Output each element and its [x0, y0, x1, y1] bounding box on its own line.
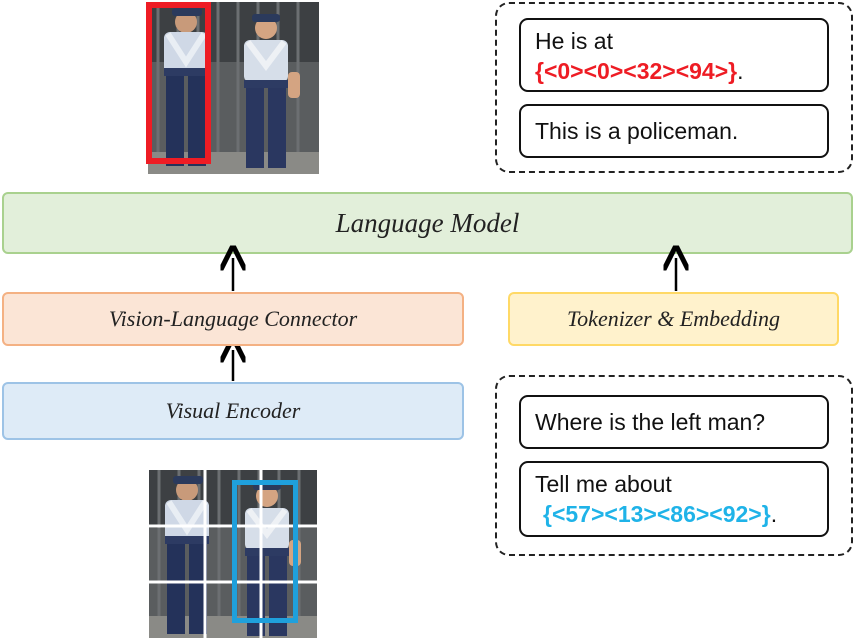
input-bounding-box	[232, 480, 298, 623]
input-query-region: Tell me about {<57><13><86><92>}.	[519, 461, 829, 537]
input-query-location: Where is the left man?	[519, 395, 829, 449]
input-coordinates: {<57><13><86><92>}	[543, 501, 771, 527]
tokenizer-embedding-label: Tokenizer & Embedding	[566, 306, 781, 331]
output-coordinates: {<0><0><32><94>}	[535, 58, 738, 84]
output-image	[148, 2, 319, 174]
output-bounding-box	[146, 2, 211, 164]
tokenizer-embedding-box: Tokenizer & Embedding	[508, 292, 839, 346]
policemen-photo-top	[148, 2, 319, 174]
language-model-box: Language Model	[2, 192, 853, 254]
output-panel: He is at {<0><0><32><94>}. This is a pol…	[495, 2, 853, 173]
output-reply-caption-text: This is a policeman.	[535, 118, 739, 144]
input-query-period: .	[770, 501, 778, 527]
vision-language-connector-box: Vision-Language Connector	[2, 292, 464, 346]
output-reply-grounding-text: He is at	[535, 28, 613, 54]
input-panel: Where is the left man? Tell me about {<5…	[495, 375, 853, 556]
language-model-label: Language Model	[335, 207, 520, 238]
vision-language-connector-label: Vision-Language Connector	[108, 306, 358, 331]
input-query-region-text: Tell me about	[535, 471, 672, 497]
visual-encoder-box: Visual Encoder	[2, 382, 464, 440]
output-reply-caption: This is a policeman.	[519, 104, 829, 158]
output-reply-period: .	[737, 58, 744, 84]
output-reply-grounding: He is at {<0><0><32><94>}.	[519, 18, 829, 92]
visual-encoder-label: Visual Encoder	[165, 398, 301, 423]
input-query-location-text: Where is the left man?	[535, 409, 766, 435]
